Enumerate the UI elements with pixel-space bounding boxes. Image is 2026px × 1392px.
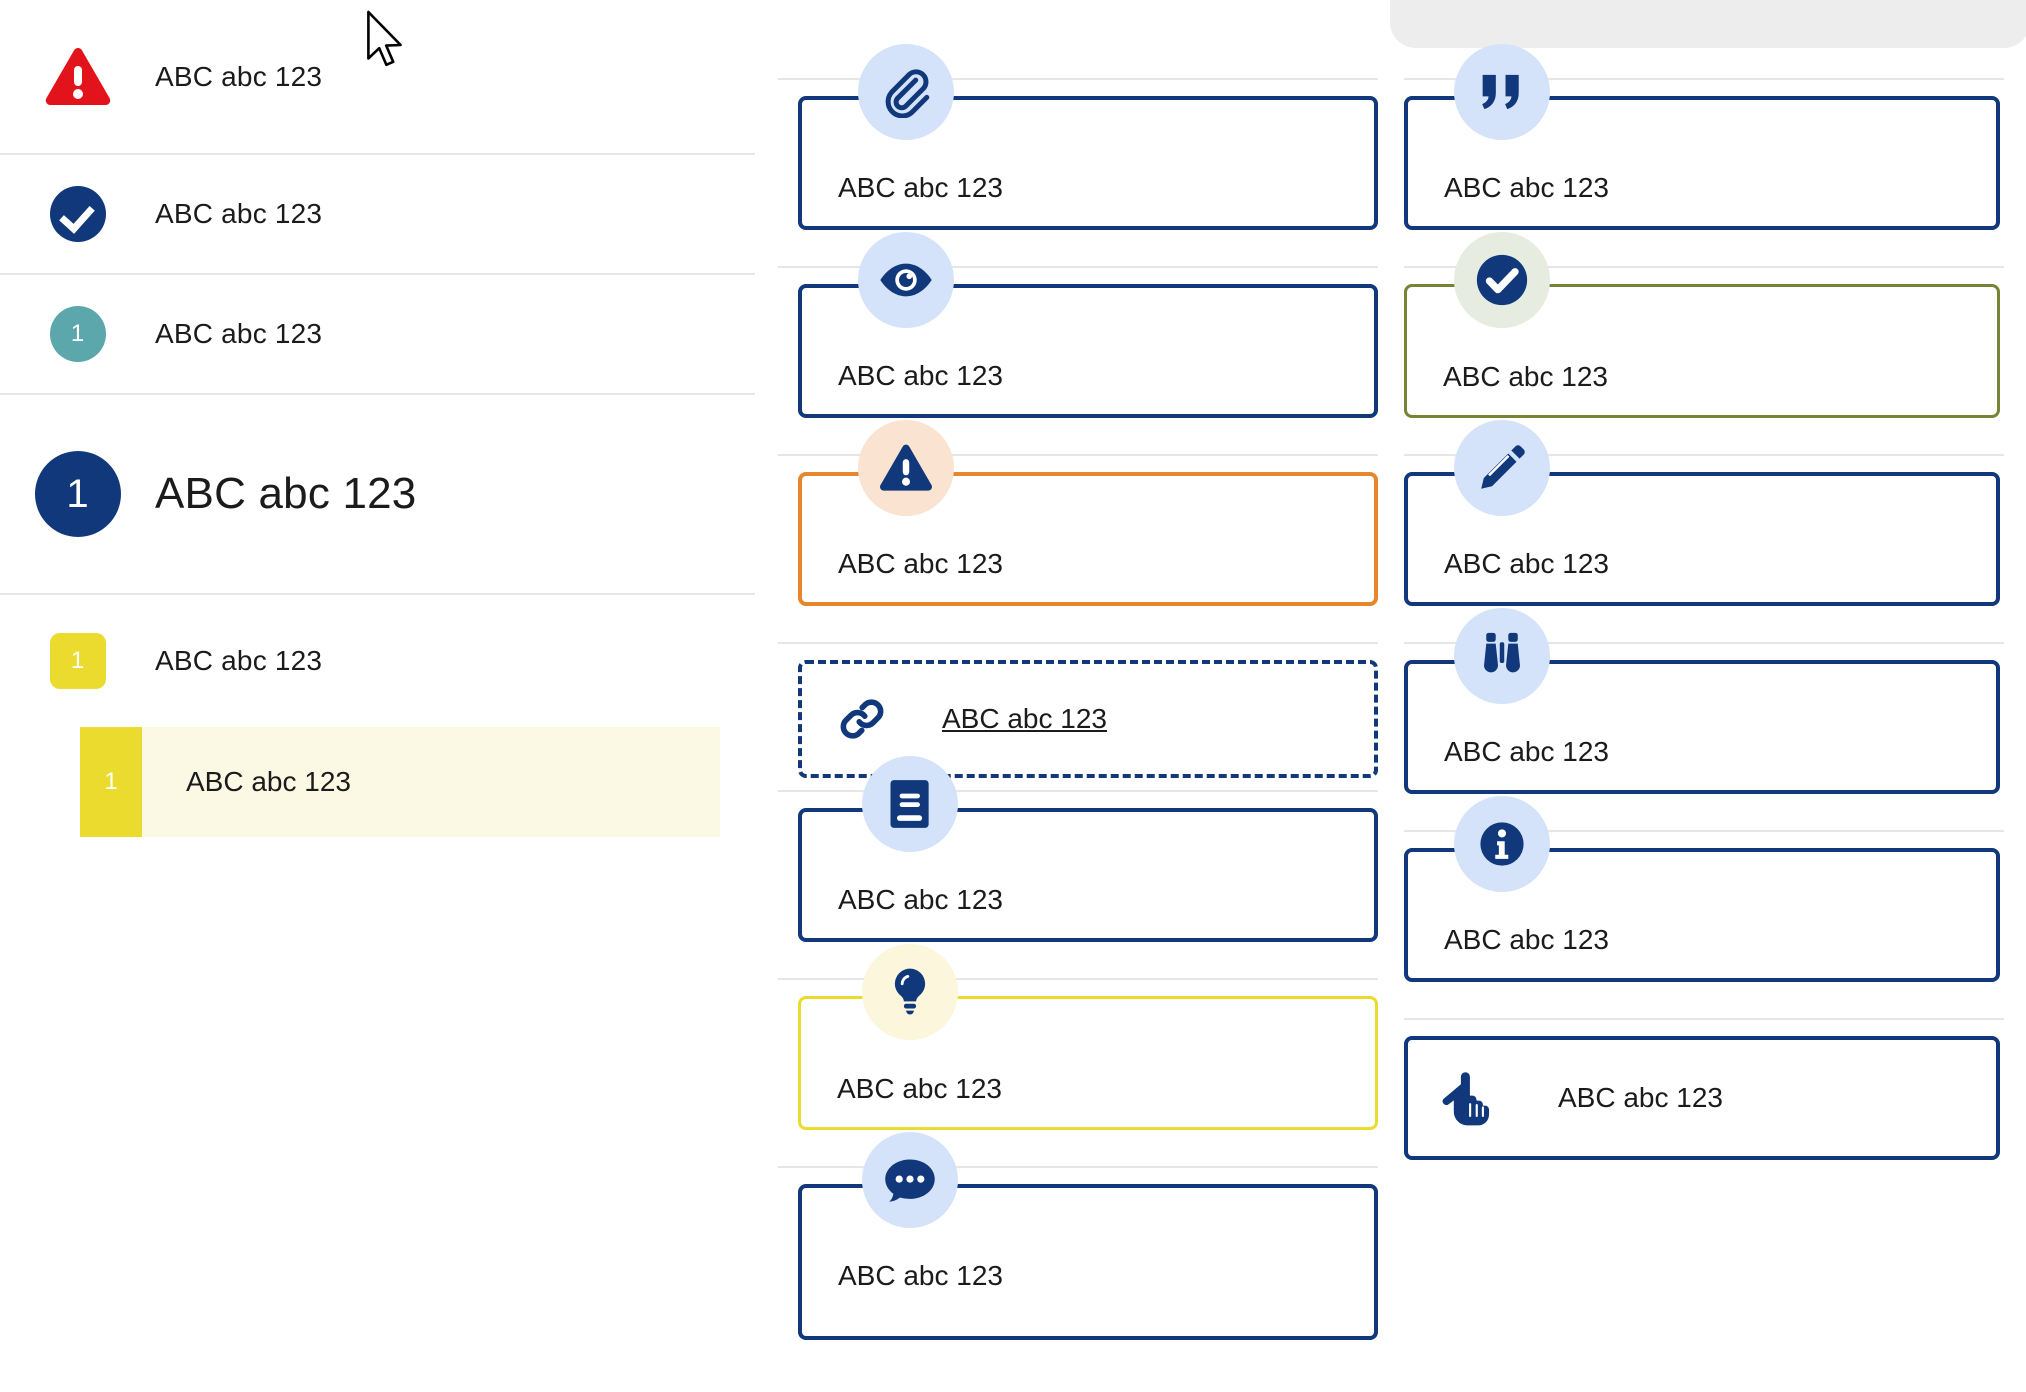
badge-number: 1: [49, 306, 106, 362]
eye-icon: [858, 232, 954, 328]
number-badge-yellow-icon: 1: [0, 633, 155, 689]
card-label: ABC abc 123: [838, 1260, 1003, 1291]
background-panel-shape: [1390, 0, 2026, 48]
divider: [1404, 78, 2004, 80]
number-badge-navy-large-icon: 1: [0, 451, 155, 537]
warning-triangle-icon-svg: [880, 444, 932, 491]
badge-number: 1: [34, 451, 121, 537]
card-action[interactable]: ABC abc 123: [1404, 1036, 2000, 1160]
divider: [778, 1166, 1378, 1168]
card-label: ABC abc 123: [1444, 172, 1609, 203]
info-circle-icon: [1454, 796, 1550, 892]
divider: [778, 978, 1378, 980]
divider: [1404, 1018, 2004, 1020]
card-label: ABC abc 123: [1443, 361, 1608, 392]
pointing-hand-icon: [1442, 1069, 1494, 1127]
check-circle-icon: [0, 186, 155, 242]
book-icon: [862, 756, 958, 852]
badge-number: 1: [49, 633, 106, 689]
card-label: ABC abc 123: [942, 703, 1107, 734]
info-circle-icon-svg: [1480, 822, 1524, 866]
divider: [778, 266, 1378, 268]
warning-triangle-icon: [0, 46, 155, 108]
card-label: ABC abc 123: [1558, 1082, 1723, 1113]
card-label: ABC abc 123: [838, 884, 1003, 915]
warning-triangle-icon: [858, 420, 954, 516]
sidebar-item-large[interactable]: 1 ABC abc 123: [0, 395, 755, 595]
divider: [778, 790, 1378, 792]
card-label: ABC abc 123: [1444, 924, 1609, 955]
sidebar-item-teal-badge[interactable]: 1 ABC abc 123: [0, 275, 755, 395]
divider: [1404, 830, 2004, 832]
quote-icon-svg: [1482, 74, 1519, 110]
divider: [778, 642, 1378, 644]
check-circle-icon: [1454, 232, 1550, 328]
card-label: ABC abc 123: [838, 360, 1003, 391]
sidebar-item-label: ABC abc 123: [186, 766, 351, 797]
link-icon-svg: [840, 699, 884, 739]
card-label: ABC abc 123: [1444, 736, 1609, 767]
sidebar-item-label-large: ABC abc 123: [155, 469, 417, 518]
sidebar-item-check[interactable]: ABC abc 123: [0, 155, 755, 275]
lightbulb-icon: [862, 944, 958, 1040]
comment-dots-icon-svg: [885, 1159, 935, 1202]
sidebar-item-label: ABC abc 123: [155, 60, 323, 92]
pointing-hand-icon-svg: [1442, 1072, 1490, 1126]
card-label: ABC abc 123: [838, 548, 1003, 579]
divider: [1404, 454, 2004, 456]
pencil-icon-svg: [1481, 445, 1525, 489]
pencil-icon: [1454, 420, 1550, 516]
number-badge-teal-icon: 1: [0, 306, 155, 362]
sidebar-item-label: ABC abc 123: [155, 645, 323, 676]
paperclip-icon: [858, 44, 954, 140]
warning-triangle-icon-svg: [45, 47, 110, 105]
sidebar-item-warning[interactable]: ABC abc 123: [0, 0, 755, 155]
paperclip-icon-svg: [885, 69, 930, 118]
binoculars-icon: [1454, 608, 1550, 704]
check-circle-icon-svg: [1476, 254, 1528, 306]
sidebar-item-label: ABC abc 123: [155, 198, 323, 229]
comment-dots-icon: [862, 1132, 958, 1228]
book-icon-svg: [890, 780, 929, 828]
sidebar-item-label: ABC abc 123: [155, 318, 323, 349]
sidebar-item-yellow-badge[interactable]: 1 ABC abc 123: [0, 595, 755, 727]
divider: [1404, 642, 2004, 644]
sidebar: ABC abc 123 ABC abc 123 1 ABC abc 123 1 …: [0, 0, 755, 1392]
eye-icon-svg: [880, 263, 932, 297]
card-label: ABC abc 123: [837, 1073, 1002, 1104]
card-link[interactable]: ABC abc 123: [798, 660, 1378, 778]
lightbulb-icon-svg: [894, 968, 926, 1015]
divider: [1404, 266, 2004, 268]
check-circle-shape: [49, 186, 106, 242]
quote-icon: [1454, 44, 1550, 140]
card-label: ABC abc 123: [1444, 548, 1609, 579]
sidebar-item-selected[interactable]: 1 ABC abc 123: [80, 727, 720, 837]
selected-badge: 1: [80, 727, 142, 837]
card-label: ABC abc 123: [838, 172, 1003, 203]
divider: [778, 78, 1378, 80]
binoculars-icon-svg: [1484, 632, 1520, 673]
divider: [778, 454, 1378, 456]
link-icon: [838, 695, 886, 743]
